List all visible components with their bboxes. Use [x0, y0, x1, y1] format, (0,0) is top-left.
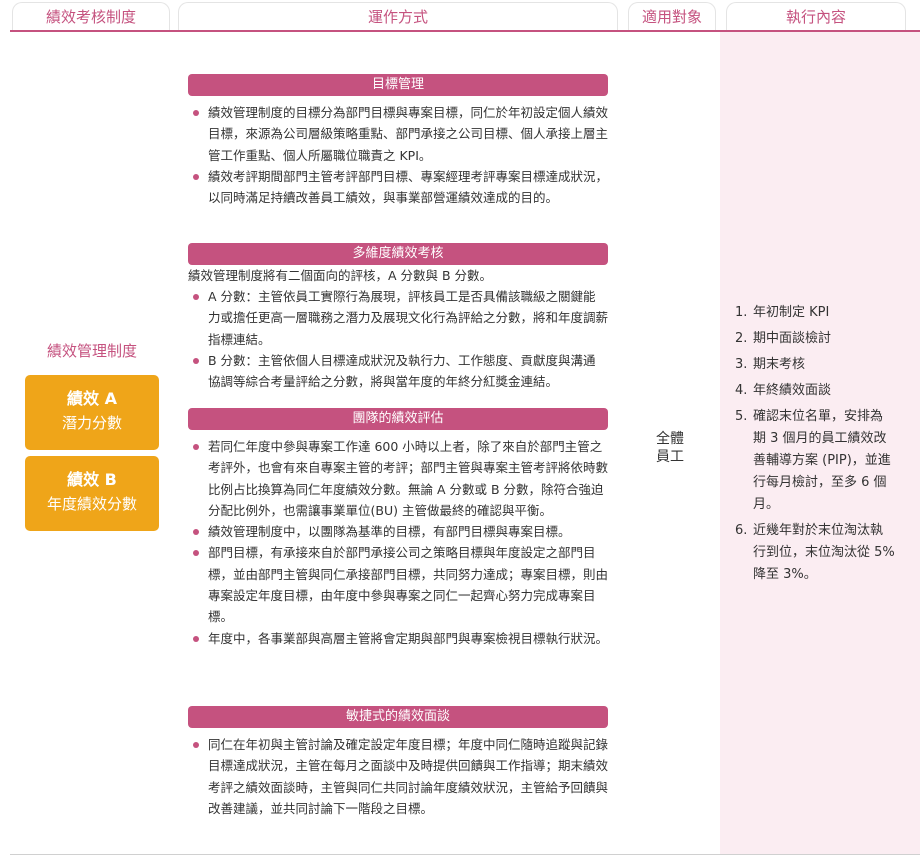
execution-item-text: 確認末位名單，安排為期 3 個月的員工績效改善輔導方案 (PIP)，並進行每月檢… [753, 409, 891, 512]
system-title: 績效管理制度 [46, 342, 137, 360]
execution-item-number: 5. [735, 409, 748, 424]
bullet-list: 同仁在年初與主管討論及確定設定年度目標；年度中同仁隨時追蹤與記錄目標達成狀況，主… [188, 734, 608, 819]
section-agile-review: 敏捷式的績效面談 同仁在年初與主管討論及確定設定年度目標；年度中同仁隨時追蹤與記… [188, 706, 608, 819]
execution-item: 6. 近幾年對於末位淘汰執行到位，末位淘汰從 5% 降至 3%。 [735, 520, 895, 586]
section-title: 團隊的績效評估 [188, 408, 608, 430]
execution-item-text: 近幾年對於末位淘汰執行到位，末位淘汰從 5% 降至 3%。 [753, 523, 895, 582]
performance-b-title: 績效 B [67, 470, 117, 489]
target-audience: 全體員工 [656, 431, 684, 465]
execution-item: 2. 期中面談檢討 [735, 328, 895, 350]
execution-column-background [720, 32, 920, 854]
execution-item-text: 期末考核 [753, 357, 806, 372]
execution-item: 5. 確認末位名單，安排為期 3 個月的員工績效改善輔導方案 (PIP)，並進行每… [735, 406, 895, 516]
execution-item-text: 期中面談檢討 [753, 331, 832, 346]
list-item: 部門目標，有承接來自於部門承接公司之策略目標與年度設定之部門目標，並由部門主管與… [188, 542, 608, 627]
list-item: 年度中，各事業部與高層主管將會定期與部門與專案檢視目標執行狀況。 [188, 628, 608, 649]
performance-a-subtitle: 潛力分數 [61, 414, 122, 432]
list-item: 績效考評期間部門主管考評部門目標、專案經理考評專案目標達成狀況，以同時滿足持續改… [188, 166, 608, 209]
header-divider [10, 30, 920, 32]
bullet-list: 績效管理制度的目標分為部門目標與專案目標，同仁於年初設定個人績效目標，來源為公司… [188, 102, 608, 208]
section-team-evaluation: 團隊的績效評估 若同仁年度中參與專案工作達 600 小時以上者，除了來自於部門主… [188, 408, 608, 649]
header-cell-target: 適用對象 [628, 2, 716, 30]
performance-a-title: 績效 A [67, 389, 117, 408]
execution-item-text: 年終績效面談 [753, 383, 832, 398]
section-title: 敏捷式的績效面談 [188, 706, 608, 728]
execution-item: 4. 年終績效面談 [735, 380, 895, 402]
section-lead-text: 績效管理制度將有二個面向的評核，A 分數與 B 分數。 [188, 268, 493, 283]
execution-item: 1. 年初制定 KPI [735, 302, 895, 324]
list-item: B 分數：主管依個人目標達成狀況及執行力、工作態度、貢獻度與溝通協調等綜合考量評… [188, 350, 608, 393]
bottom-divider [10, 854, 920, 855]
list-item: 績效管理制度的目標分為部門目標與專案目標，同仁於年初設定個人績效目標，來源為公司… [188, 102, 608, 166]
performance-b-box: 績效 B 年度績效分數 [25, 456, 159, 531]
section-title: 多維度績效考核 [188, 243, 608, 265]
section-goal-management: 目標管理 績效管理制度的目標分為部門目標與專案目標，同仁於年初設定個人績效目標，… [188, 74, 608, 208]
list-item: 同仁在年初與主管討論及確定設定年度目標；年度中同仁隨時追蹤與記錄目標達成狀況，主… [188, 734, 608, 819]
performance-b-subtitle: 年度績效分數 [46, 495, 137, 513]
execution-item-number: 6. [735, 523, 748, 538]
execution-item-number: 1. [735, 305, 748, 320]
execution-item-number: 3. [735, 357, 748, 372]
performance-a-box: 績效 A 潛力分數 [25, 375, 159, 450]
section-title: 目標管理 [188, 74, 608, 96]
bullet-list: 若同仁年度中參與專案工作達 600 小時以上者，除了來自於部門主管之考評外，也會… [188, 436, 608, 649]
list-item: A 分數：主管依員工實際行為展現，評核員工是否具備該職級之關鍵能力或擔任更高一層… [188, 286, 608, 350]
header-cell-execution: 執行內容 [726, 2, 906, 30]
execution-list: 1. 年初制定 KPI 2. 期中面談檢討 3. 期末考核 4. 年終績效面談 5. 確認… [735, 302, 895, 590]
execution-item-number: 2. [735, 331, 748, 346]
section-multi-dimension-review: 多維度績效考核 績效管理制度將有二個面向的評核，A 分數與 B 分數。 A 分數… [188, 243, 608, 392]
list-item: 若同仁年度中參與專案工作達 600 小時以上者，除了來自於部門主管之考評外，也會… [188, 436, 608, 521]
execution-item: 3. 期末考核 [735, 354, 895, 376]
execution-item-text: 年初制定 KPI [753, 305, 830, 320]
header-cell-system: 績效考核制度 [12, 2, 170, 30]
bullet-list: A 分數：主管依員工實際行為展現，評核員工是否具備該職級之關鍵能力或擔任更高一層… [188, 286, 608, 392]
execution-item-number: 4. [735, 383, 748, 398]
list-item: 績效管理制度中，以團隊為基準的目標，有部門目標與專案目標。 [188, 521, 608, 542]
header-cell-operation: 運作方式 [178, 2, 618, 30]
